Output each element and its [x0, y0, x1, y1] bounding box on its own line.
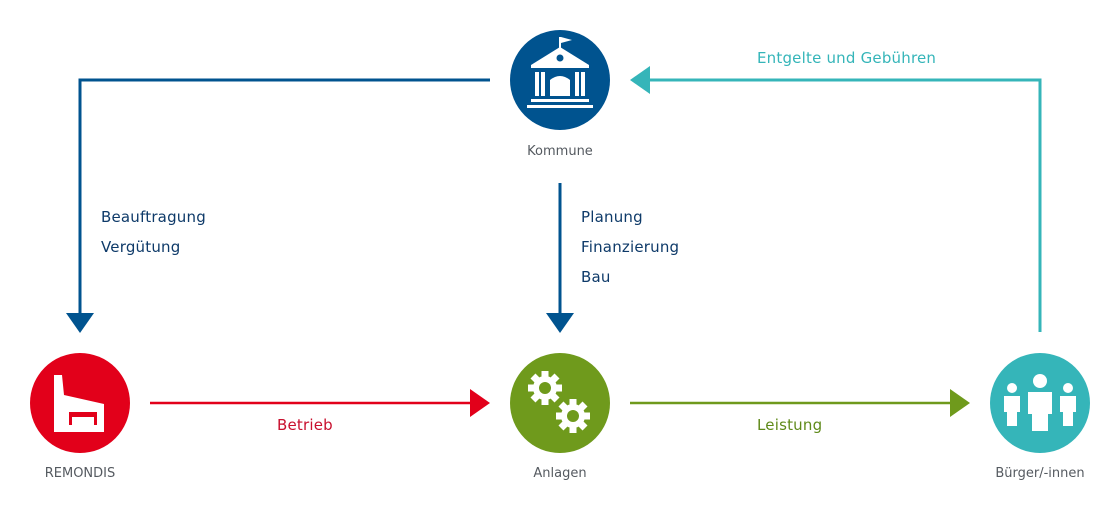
flow-label-kommune-anlagen: Planung Finanzierung Bau	[581, 202, 679, 292]
flow-label-leistung: Leistung	[757, 416, 823, 434]
flow-label-kommune-remondis: Beauftragung Vergütung	[101, 202, 206, 262]
flow-line: Beauftragung	[101, 208, 206, 226]
flow-line: Planung	[581, 208, 643, 226]
factory-icon	[54, 375, 104, 432]
node-label-buerger: Bürger/-innen	[995, 466, 1085, 481]
town-hall-icon	[527, 37, 593, 108]
arrowhead-down-icon	[66, 313, 94, 333]
arrowhead-right-icon	[950, 389, 970, 417]
node-anlagen	[510, 353, 610, 453]
flow-line: Vergütung	[101, 238, 181, 256]
flow-line: Finanzierung	[581, 238, 680, 256]
node-remondis	[30, 353, 130, 453]
connector-anlagen-buerger	[630, 389, 970, 417]
flow-label-entgelte: Entgelte und Gebühren	[757, 49, 937, 67]
people-icon	[1004, 374, 1076, 431]
node-buerger	[990, 353, 1090, 453]
arrowhead-left-icon	[630, 66, 650, 94]
node-label-remondis: REMONDIS	[44, 466, 116, 481]
flow-line: Bau	[581, 268, 611, 286]
arrowhead-right-icon	[470, 389, 490, 417]
connector-buerger-kommune	[630, 66, 1042, 332]
node-label-anlagen: Anlagen	[533, 466, 587, 481]
node-kommune	[510, 30, 610, 130]
connector-remondis-anlagen	[150, 389, 490, 417]
connector-kommune-remondis	[66, 78, 490, 333]
connector-kommune-anlagen	[546, 183, 574, 333]
flow-label-betrieb: Betrieb	[277, 416, 333, 434]
arrowhead-down-icon	[546, 313, 574, 333]
node-label-kommune: Kommune	[527, 144, 593, 159]
gears-icon	[528, 371, 590, 433]
